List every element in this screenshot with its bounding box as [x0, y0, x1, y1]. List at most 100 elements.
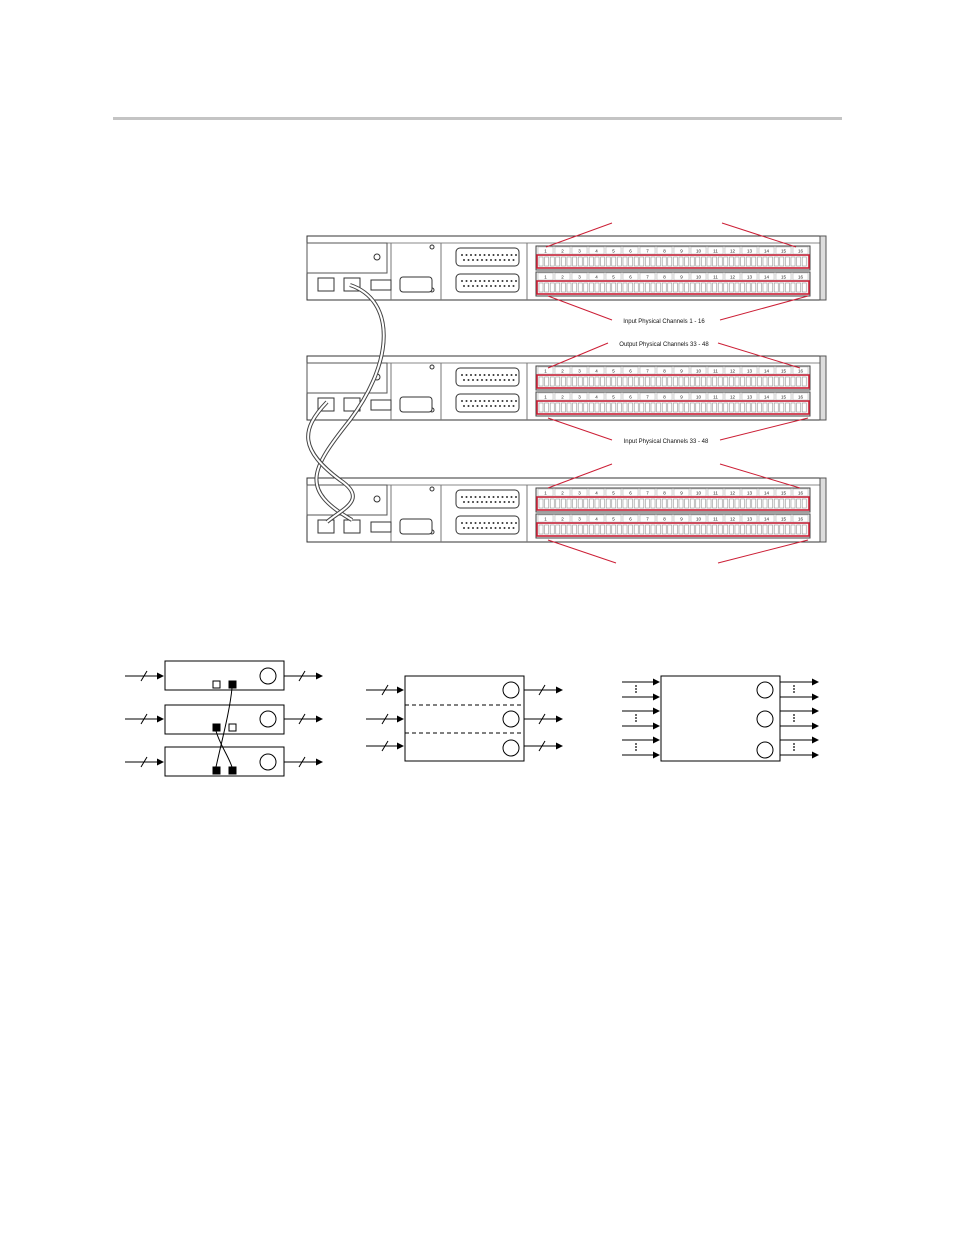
channel-number: 16	[798, 491, 804, 496]
channel-number: 9	[680, 491, 683, 496]
channel-number: 11	[713, 491, 718, 496]
channel-number: 11	[713, 395, 718, 400]
channel-number: 16	[798, 275, 804, 280]
channel-number: 6	[629, 395, 632, 400]
single-unit-multichannel	[622, 675, 819, 762]
channel-number: 15	[781, 275, 787, 280]
single-unit-three-sections	[366, 675, 563, 762]
callout-input-1-16: Input Physical Channels 1 - 16	[623, 319, 705, 325]
channel-number: 8	[663, 369, 666, 374]
channel-number: 1	[544, 395, 547, 400]
channel-number: 5	[612, 275, 615, 280]
channel-number: 9	[680, 369, 683, 374]
channel-number: 3	[578, 275, 581, 280]
channel-number: 7	[646, 275, 649, 280]
callout-input-33-48: Input Physical Channels 33 - 48	[624, 439, 709, 445]
channel-number: 3	[578, 491, 581, 496]
channel-number: 7	[646, 395, 649, 400]
channel-number: 13	[747, 491, 753, 496]
channel-number: 2	[561, 491, 564, 496]
channel-number: 10	[696, 275, 702, 280]
channel-number: 5	[612, 249, 615, 254]
channel-number: 16	[798, 517, 804, 522]
channel-number: 10	[696, 369, 702, 374]
channel-number: 12	[730, 491, 736, 496]
channel-number: 15	[781, 517, 787, 522]
channel-number: 6	[629, 275, 632, 280]
channel-number: 2	[561, 369, 564, 374]
channel-number: 8	[663, 491, 666, 496]
network-cable-a-inner	[315, 284, 385, 521]
channel-number: 15	[781, 395, 787, 400]
channel-number: 2	[561, 249, 564, 254]
channel-number: 2	[561, 395, 564, 400]
channel-number: 16	[798, 395, 804, 400]
channel-number: 10	[696, 491, 702, 496]
channel-number: 14	[764, 249, 770, 254]
channel-number: 5	[612, 517, 615, 522]
channel-number: 9	[680, 517, 683, 522]
channel-number: 14	[764, 369, 770, 374]
channel-number: 5	[612, 369, 615, 374]
callout-output-33-48: Output Physical Channels 33 - 48	[619, 342, 709, 348]
channel-number: 6	[629, 517, 632, 522]
channel-number: 1	[544, 491, 547, 496]
channel-number: 3	[578, 369, 581, 374]
channel-number: 4	[595, 491, 598, 496]
channel-number: 16	[798, 249, 804, 254]
channel-number: 12	[730, 275, 736, 280]
channel-number: 4	[595, 517, 598, 522]
channel-number: 3	[578, 395, 581, 400]
channel-number: 6	[629, 249, 632, 254]
channel-number: 7	[646, 249, 649, 254]
channel-number: 11	[713, 275, 718, 280]
channel-number: 14	[764, 395, 770, 400]
channel-number: 7	[646, 491, 649, 496]
channel-number: 13	[747, 275, 753, 280]
channel-number: 15	[781, 369, 787, 374]
channel-number: 5	[612, 395, 615, 400]
channel-number: 1	[544, 249, 547, 254]
channel-number: 9	[680, 249, 683, 254]
channel-number: 11	[713, 249, 718, 254]
channel-number: 11	[713, 517, 718, 522]
channel-number: 7	[646, 369, 649, 374]
channel-number: 12	[730, 517, 736, 522]
channel-number: 10	[696, 395, 702, 400]
channel-number: 3	[578, 517, 581, 522]
channel-number: 15	[781, 491, 787, 496]
channel-number: 7	[646, 517, 649, 522]
channel-number: 11	[713, 369, 718, 374]
channel-number: 2	[561, 517, 564, 522]
channel-number: 5	[612, 491, 615, 496]
header-rule	[113, 117, 842, 120]
channel-number: 8	[663, 249, 666, 254]
channel-number: 13	[747, 517, 753, 522]
channel-number: 4	[595, 369, 598, 374]
channel-number: 12	[730, 369, 736, 374]
channel-number: 1	[544, 517, 547, 522]
channel-number: 4	[595, 395, 598, 400]
channel-number: 12	[730, 249, 736, 254]
channel-number: 16	[798, 369, 804, 374]
channel-number: 9	[680, 275, 683, 280]
channel-number: 1	[544, 369, 547, 374]
channel-number: 8	[663, 275, 666, 280]
channel-number: 9	[680, 395, 683, 400]
channel-number: 6	[629, 491, 632, 496]
channel-number: 8	[663, 395, 666, 400]
channel-number: 14	[764, 491, 770, 496]
channel-number: 10	[696, 517, 702, 522]
daisy-chain-stack	[125, 660, 323, 777]
channel-number: 2	[561, 275, 564, 280]
channel-number: 4	[595, 275, 598, 280]
channel-number: 4	[595, 249, 598, 254]
channel-number: 12	[730, 395, 736, 400]
channel-number: 13	[747, 395, 753, 400]
channel-number: 10	[696, 249, 702, 254]
channel-number: 6	[629, 369, 632, 374]
channel-number: 14	[764, 275, 770, 280]
